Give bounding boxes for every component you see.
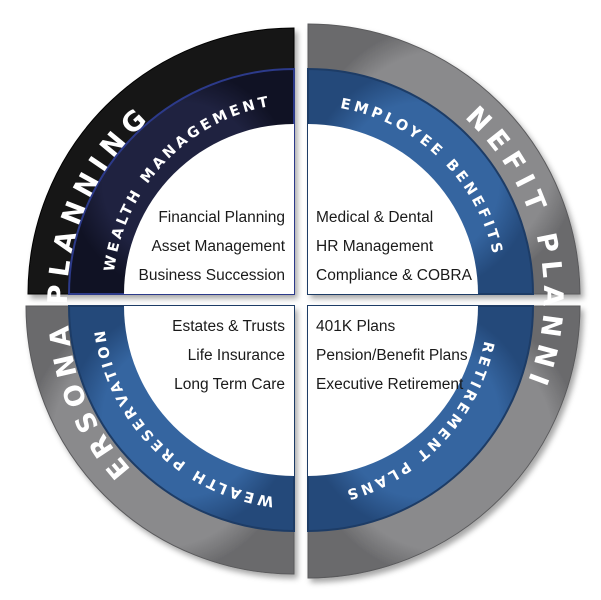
service-item: Asset Management <box>151 238 285 255</box>
service-item: Executive Retirement <box>316 376 464 393</box>
services-wealth-management: Financial Planning Asset Management Busi… <box>139 209 286 284</box>
services-wealth-preservation: Estates & Trusts Life Insurance Long Ter… <box>172 318 285 393</box>
services-retirement-plans: 401K Plans Pension/Benefit Plans Executi… <box>316 318 468 393</box>
center-retirement-plans <box>308 306 478 476</box>
center-wealth-management <box>124 124 294 294</box>
service-item: Pension/Benefit Plans <box>316 347 468 364</box>
center-wealth-preservation <box>124 306 294 476</box>
service-item: Business Succession <box>139 267 285 284</box>
service-item: HR Management <box>316 238 434 255</box>
service-item: Compliance & COBRA <box>316 267 473 284</box>
services-employee-benefits: Medical & Dental HR Management Complianc… <box>316 209 473 284</box>
service-item: Long Term Care <box>174 376 285 393</box>
service-item: Life Insurance <box>188 347 285 364</box>
service-item: Medical & Dental <box>316 209 433 226</box>
service-item: 401K Plans <box>316 318 396 335</box>
service-item: Estates & Trusts <box>172 318 285 335</box>
center-employee-benefits <box>308 124 478 294</box>
service-item: Financial Planning <box>158 209 285 226</box>
